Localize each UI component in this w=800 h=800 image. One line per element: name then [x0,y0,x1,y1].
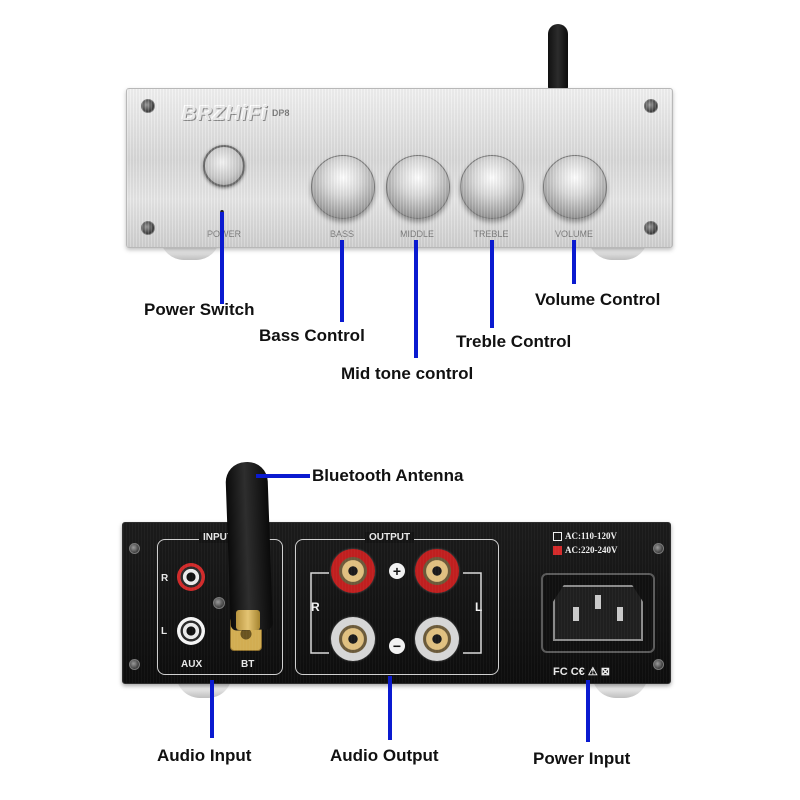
bass-knob[interactable] [311,155,375,219]
audio-output-label: Audio Output [330,746,439,765]
power-switch-pointer [220,212,224,304]
voltage-220-text: AC:220-240V [565,545,618,555]
aux-label: AUX [181,659,203,670]
bass-label: BASS [329,229,354,239]
screw-icon [141,99,155,113]
bluetooth-antenna-label: Bluetooth Antenna [312,466,464,485]
iec-power-socket[interactable] [541,573,655,653]
checked-checkbox-icon [553,546,562,556]
output-title: OUTPUT [365,532,415,543]
checkbox-icon [553,532,562,542]
pin-icon [595,595,601,609]
rca-input-left[interactable] [177,617,205,645]
pin-icon [617,607,623,621]
channel-r-label: R [161,573,169,584]
model-name: DP8 [272,108,290,118]
screw-icon [141,221,155,235]
mid-tone-control-pointer [414,240,418,358]
voltage-110-text: AC:110-120V [565,531,617,541]
treble-label: TREBLE [473,229,509,239]
treble-knob[interactable] [460,155,524,219]
channel-l-marker: L [475,600,483,614]
volume-knob[interactable] [543,155,607,219]
pin-icon [573,607,579,621]
brand-logo: BRZHiFi [182,103,268,125]
input-title: INPUT [199,532,237,543]
middle-knob[interactable] [386,155,450,219]
power-button[interactable] [203,145,245,187]
positive-symbol: + [389,563,405,579]
volume-control-pointer [572,240,576,284]
screw-icon [644,99,658,113]
volume-label: VOLUME [554,229,593,239]
bluetooth-antenna-pointer [256,474,310,478]
power-input-label: Power Input [533,749,631,768]
bluetooth-antenna-front [548,24,568,90]
iec-socket-inner [553,585,643,641]
treble-control-label: Treble Control [456,332,572,351]
amplifier-front-panel: BRZHiFi DP8 POWER BASS MIDDLE TREBLE VOL… [126,88,673,248]
certification-marks: FC C€ ⚠ ⊠ [553,666,610,678]
screw-icon [644,221,658,235]
speaker-terminal-left-negative[interactable] [415,617,459,661]
negative-symbol: − [389,638,405,654]
voltage-option-220: AC:220-240V [553,545,618,556]
speaker-terminal-right-negative[interactable] [331,617,375,661]
channel-l-label: L [161,626,168,637]
antenna-base [236,610,260,630]
bt-label: BT [241,659,255,670]
screw-icon [653,659,664,670]
rca-input-right[interactable] [177,563,205,591]
audio-output-pointer [388,676,392,740]
middle-label: MIDDLE [399,229,434,239]
power-switch-label: Power Switch [144,300,255,319]
treble-control-pointer [490,240,494,328]
speaker-terminal-left-positive[interactable] [415,549,459,593]
audio-input-label: Audio Input [157,746,252,765]
screw-icon [129,659,140,670]
channel-r-marker: R [311,600,320,614]
power-input-pointer [586,680,590,742]
output-channel-bracket [310,572,482,654]
mid-tone-control-label: Mid tone control [341,364,474,383]
bass-control-label: Bass Control [259,326,365,345]
voltage-option-110: AC:110-120V [553,531,617,542]
amplifier-rear-panel: INPUT R L AUX BT OUTPUT + − R L AC:110-1… [122,522,671,684]
screw-icon [129,543,140,554]
power-label: POWER [184,229,264,239]
speaker-terminal-right-positive[interactable] [331,549,375,593]
screw-icon [653,543,664,554]
bass-control-pointer [340,240,344,322]
volume-control-label: Volume Control [535,290,661,309]
bluetooth-antenna-rear [225,461,273,631]
audio-input-pointer [210,680,214,738]
screw-icon [213,597,225,609]
